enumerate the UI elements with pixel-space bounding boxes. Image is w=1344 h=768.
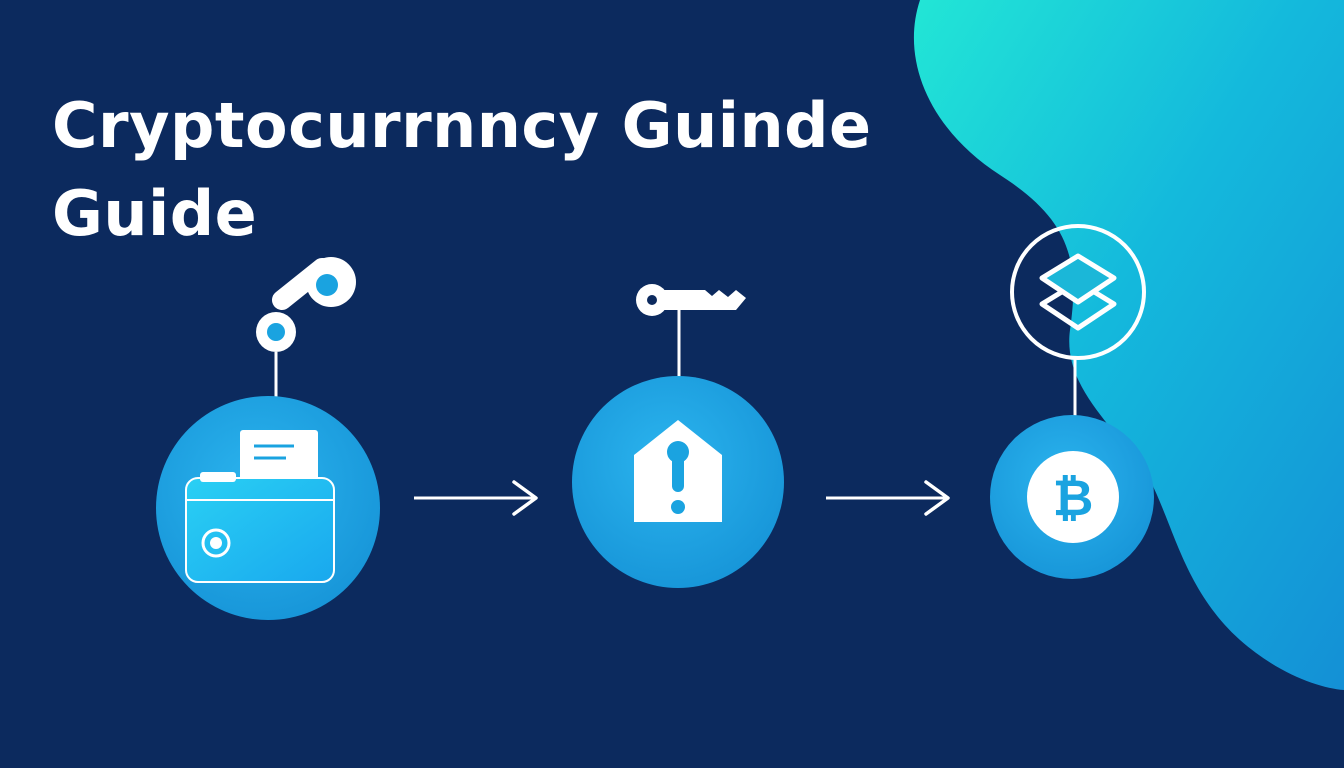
key-icon bbox=[636, 284, 746, 316]
page-title: Cryptocurrnncy Guinde Guide bbox=[52, 82, 872, 258]
chain-link-icon bbox=[256, 257, 356, 352]
arrow-1 bbox=[414, 480, 538, 516]
lock-icon bbox=[634, 420, 722, 522]
title-line-2: Guide bbox=[52, 177, 258, 250]
step-1 bbox=[156, 257, 380, 620]
title-line-1: Cryptocurrnncy Guinde bbox=[52, 89, 872, 162]
wallet-icon bbox=[185, 430, 335, 583]
step-2 bbox=[572, 284, 784, 588]
step-3: ₿ bbox=[990, 224, 1154, 579]
bitcoin-symbol: ₿ bbox=[1053, 469, 1094, 527]
layers-icon bbox=[1010, 224, 1146, 360]
arrow-2 bbox=[826, 480, 950, 516]
bitcoin-icon: ₿ bbox=[1027, 451, 1119, 543]
